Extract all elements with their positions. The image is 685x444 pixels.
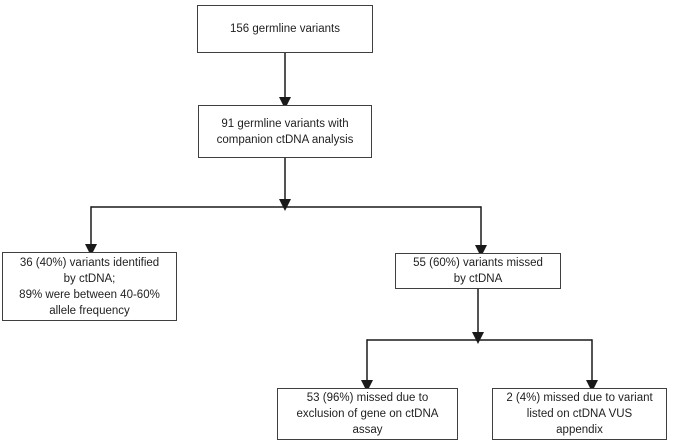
node-companion-ctdna-analysis: 91 germline variants with companion ctDN… — [198, 105, 372, 158]
node-missed-vus-appendix: 2 (4%) missed due to variant listed on c… — [492, 388, 667, 440]
node-companion-label: 91 germline variants with companion ctDN… — [216, 117, 354, 146]
node-variants-missed-by-ctdna: 55 (60%) variants missed by ctDNA — [395, 253, 561, 289]
node-total-germline-variants: 156 germline variants — [197, 5, 373, 53]
node-total-label: 156 germline variants — [230, 23, 340, 35]
node-vus-label: 2 (4%) missed due to variant listed on c… — [506, 392, 653, 436]
node-identified-label: 36 (40%) variants identified by ctDNA; 8… — [19, 256, 160, 317]
node-missed-label: 55 (60%) variants missed by ctDNA — [413, 257, 543, 285]
node-exclusion-label: 53 (96%) missed due to exclusion of gene… — [296, 392, 439, 436]
node-variants-identified-by-ctdna: 36 (40%) variants identified by ctDNA; 8… — [2, 252, 177, 321]
node-missed-gene-exclusion: 53 (96%) missed due to exclusion of gene… — [277, 388, 458, 440]
